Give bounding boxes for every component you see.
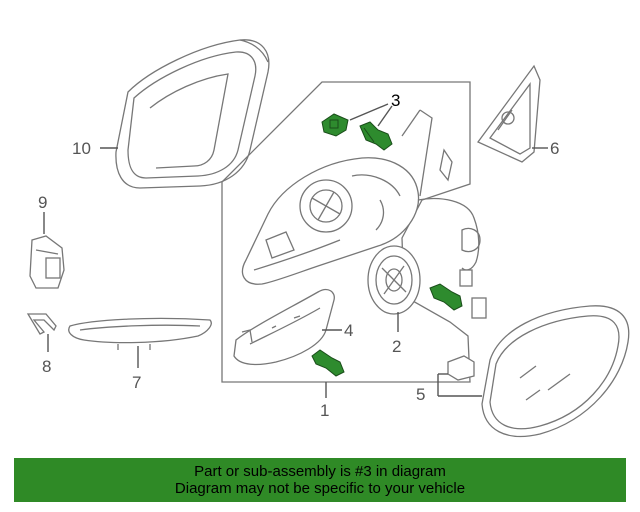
part-2-actuator[interactable] xyxy=(367,245,421,315)
callout-10: 10 xyxy=(72,139,91,158)
callout-6: 6 xyxy=(550,139,559,158)
wiring-harness[interactable] xyxy=(417,148,487,319)
callout-9: 9 xyxy=(38,193,47,212)
callout-2: 2 xyxy=(392,337,401,356)
callout-4: 4 xyxy=(344,321,353,340)
info-banner: Part or sub-assembly is #3 in diagram Di… xyxy=(14,458,626,502)
part-10-mirror-cover[interactable] xyxy=(115,39,270,189)
part-3-screws[interactable] xyxy=(321,113,393,151)
part-3-screw-c[interactable] xyxy=(311,349,345,377)
banner-line-2: Diagram may not be specific to your vehi… xyxy=(174,480,466,497)
callout-5: 5 xyxy=(416,385,425,404)
callout-3: 3 xyxy=(391,91,400,110)
leader-3b xyxy=(377,105,393,127)
callout-1: 1 xyxy=(320,401,329,420)
part-6-sail-cover[interactable] xyxy=(477,64,541,163)
mirror-base-assembly[interactable] xyxy=(241,109,433,285)
part-8-clip[interactable] xyxy=(26,313,57,335)
parts-diagram: 10 9 8 7 xyxy=(26,39,630,438)
part-4-base-cover[interactable] xyxy=(233,288,335,366)
part-7-signal-lens[interactable] xyxy=(68,317,212,350)
callout-7: 7 xyxy=(132,373,141,392)
part-3-screw-b[interactable] xyxy=(429,283,463,311)
part-5-mirror-glass[interactable] xyxy=(447,305,630,438)
leader-3a xyxy=(349,103,389,121)
banner-line-1: Part or sub-assembly is #3 in diagram xyxy=(194,463,446,480)
callout-8: 8 xyxy=(42,357,51,376)
part-9-signal-housing[interactable] xyxy=(29,235,65,289)
